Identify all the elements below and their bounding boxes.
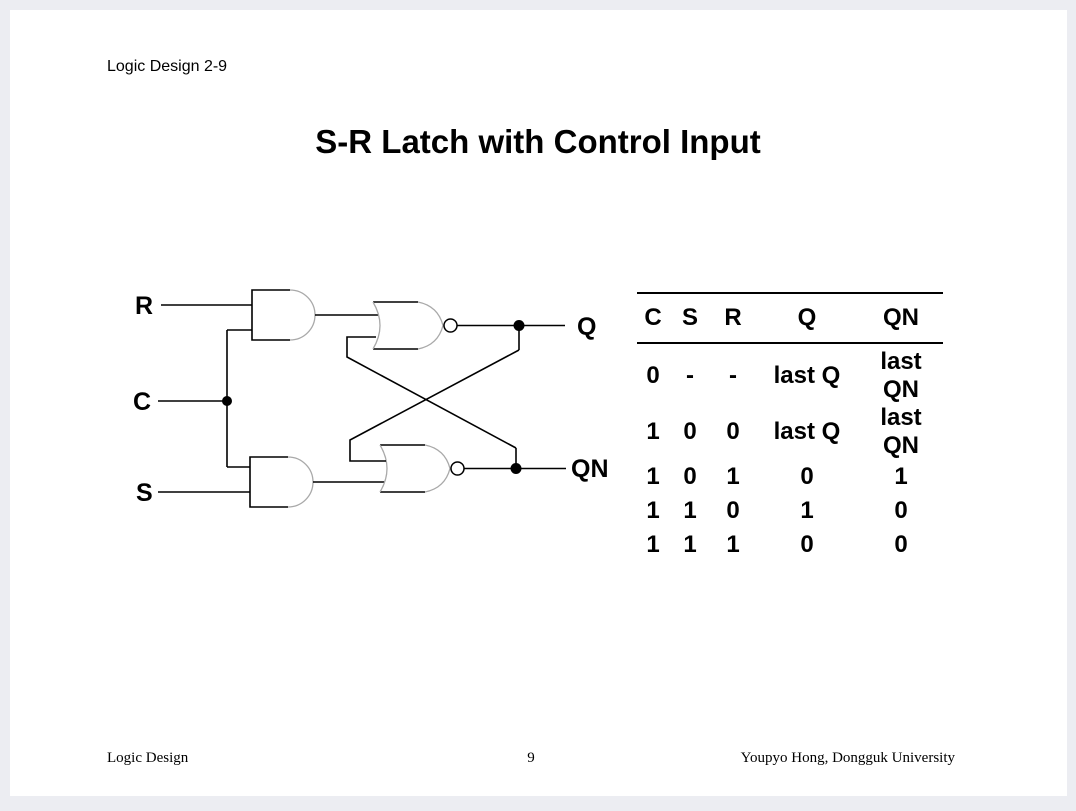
and-gate-bottom	[249, 456, 314, 508]
circuit-label-q: Q	[577, 313, 596, 341]
cell: last Q	[773, 418, 841, 445]
nor-top-inverter-bubble	[443, 318, 458, 333]
truth-table-header-qn: QN	[859, 293, 943, 344]
cell: 1	[646, 418, 660, 445]
input-wires	[158, 304, 252, 493]
cell: 1	[726, 463, 740, 490]
truth-table-row: 1 0 1 0 1	[637, 460, 943, 494]
nor-gate-bottom	[379, 444, 465, 493]
cell: 1	[894, 463, 908, 490]
nor-gate-top	[372, 301, 458, 350]
circuit-label-c: C	[133, 388, 151, 416]
wire-nor-top-lower-input	[346, 336, 517, 449]
cell: 0	[800, 463, 814, 490]
cell: -	[729, 362, 737, 389]
truth-table-header-s: S	[669, 293, 711, 344]
junction-dot-qn	[510, 463, 522, 474]
truth-table-header-q: Q	[755, 293, 859, 344]
cell: last QN	[880, 404, 922, 459]
slide-footer: Logic Design 9 Youpyo Hong, Dongguk Univ…	[107, 750, 955, 768]
nor-bottom-inverter-bubble	[450, 461, 465, 476]
junction-dot-q	[513, 320, 525, 331]
cell: 1	[646, 531, 660, 558]
page-title: S-R Latch with Control Input	[315, 123, 761, 160]
truth-table: C S R Q QN 0 - - last Q last QN 1 0 0 la…	[637, 292, 943, 562]
cell: 1	[683, 531, 697, 558]
cell: 1	[683, 497, 697, 524]
cell: 0	[800, 531, 814, 558]
cell: -	[686, 362, 694, 389]
and-gate-top	[251, 289, 316, 341]
slide-header-text: Logic Design 2-9	[107, 58, 228, 75]
footer-author-text: Youpyo Hong, Dongguk University	[740, 750, 955, 766]
cell: 0	[726, 418, 740, 445]
circuit-label-r: R	[135, 292, 153, 320]
truth-table-row: 0 - - last Q last QN	[637, 343, 943, 404]
footer-page-number: 9	[527, 750, 535, 766]
truth-table-header-r: R	[711, 293, 755, 344]
junction-dot-c	[222, 396, 232, 406]
truth-table-row: 1 1 1 0 0	[637, 528, 943, 562]
slide-page	[10, 10, 1067, 796]
truth-table-header-row: C S R Q QN	[637, 293, 943, 344]
wire-nor-bottom-upper-input	[349, 349, 520, 462]
cell: 0	[894, 531, 908, 558]
cell: 1	[726, 531, 740, 558]
cell: 1	[646, 463, 660, 490]
truth-table-row: 1 1 0 1 0	[637, 494, 943, 528]
cell: 0	[683, 418, 697, 445]
cell: 0	[726, 497, 740, 524]
cell: 1	[646, 497, 660, 524]
cell: last Q	[773, 362, 841, 389]
cell: 0	[894, 497, 908, 524]
cell: 0	[683, 463, 697, 490]
truth-table-header-c: C	[637, 293, 669, 344]
footer-course-name: Logic Design	[107, 750, 189, 766]
truth-table-row: 1 0 0 last Q last QN	[637, 404, 943, 460]
cell: last QN	[880, 348, 922, 403]
circuit-label-s: S	[136, 479, 153, 507]
cell: 1	[800, 497, 814, 524]
cell: 0	[646, 362, 660, 389]
circuit-label-qn: QN	[571, 455, 609, 483]
